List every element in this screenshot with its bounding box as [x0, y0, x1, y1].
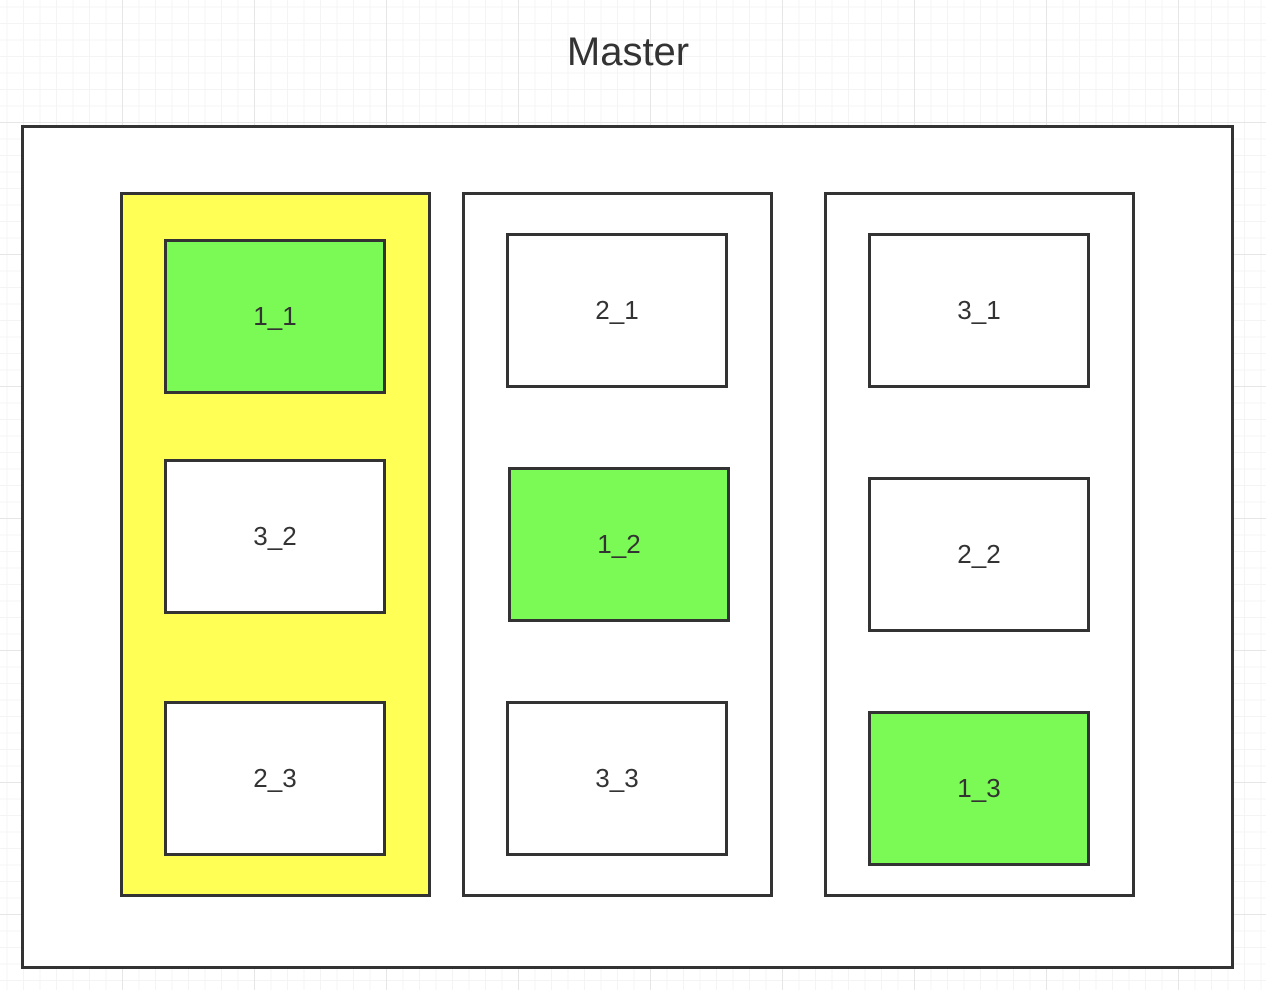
- cell-3-3: 1_3: [868, 711, 1090, 866]
- diagram-title: Master: [566, 30, 690, 74]
- cell-2-2: 1_2: [508, 467, 730, 622]
- cell-3-1: 3_1: [868, 233, 1090, 388]
- cell-2-3: 3_3: [506, 701, 728, 856]
- cell-2-1: 2_1: [506, 233, 728, 388]
- cell-1-1: 1_1: [164, 239, 386, 394]
- cell-1-2: 3_2: [164, 459, 386, 614]
- cell-1-3: 2_3: [164, 701, 386, 856]
- cell-3-2: 2_2: [868, 477, 1090, 632]
